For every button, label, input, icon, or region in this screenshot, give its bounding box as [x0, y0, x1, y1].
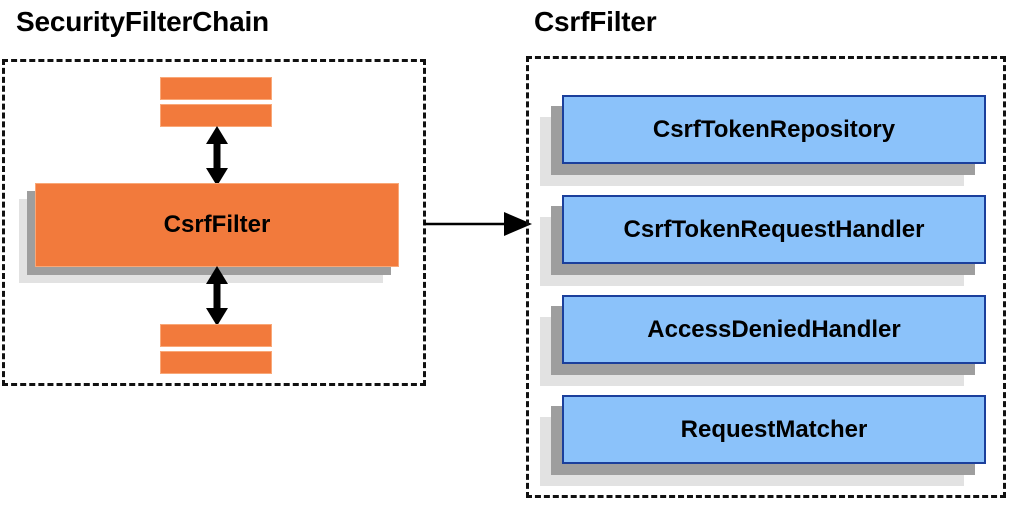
- csrf-filter-card[interactable]: CsrfFilter: [19, 183, 399, 283]
- security-filter-chain-group-box: [2, 59, 426, 386]
- csrf-filter-collaborators-group-box: [526, 56, 1006, 498]
- filter-bar-top-1: [160, 77, 272, 100]
- filter-bar-top-2: [160, 104, 272, 127]
- chain-arrow-down: [206, 266, 228, 326]
- collaborator-card-csrf-token-request-handler[interactable]: CsrfTokenRequestHandler: [540, 195, 986, 286]
- filter-bar-bottom-1: [160, 324, 272, 347]
- collaborator-card-request-matcher[interactable]: RequestMatcher: [540, 395, 986, 486]
- card-face: CsrfTokenRequestHandler: [562, 195, 986, 264]
- collaborator-card-label: CsrfTokenRepository: [652, 115, 896, 143]
- collaborator-card-label: CsrfTokenRequestHandler: [623, 215, 925, 243]
- collaborator-card-label: RequestMatcher: [680, 415, 868, 443]
- collaborator-card-csrf-token-repository[interactable]: CsrfTokenRepository: [540, 95, 986, 186]
- collaborator-card-label: AccessDeniedHandler: [647, 315, 901, 343]
- csrf-filter-card-label: CsrfFilter: [163, 211, 271, 238]
- card-face: CsrfTokenRepository: [562, 95, 986, 164]
- expands-to-arrow: [424, 212, 532, 236]
- card-face: RequestMatcher: [562, 395, 986, 464]
- page-title-security-filter-chain: SecurityFilterChain: [16, 6, 269, 37]
- collaborator-card-access-denied-handler[interactable]: AccessDeniedHandler: [540, 295, 986, 386]
- card-face: CsrfFilter: [35, 183, 399, 267]
- chain-arrow-up: [206, 126, 228, 186]
- card-face: AccessDeniedHandler: [562, 295, 986, 364]
- filter-bar-bottom-2: [160, 351, 272, 374]
- page-title-csrf-filter: CsrfFilter: [534, 6, 657, 37]
